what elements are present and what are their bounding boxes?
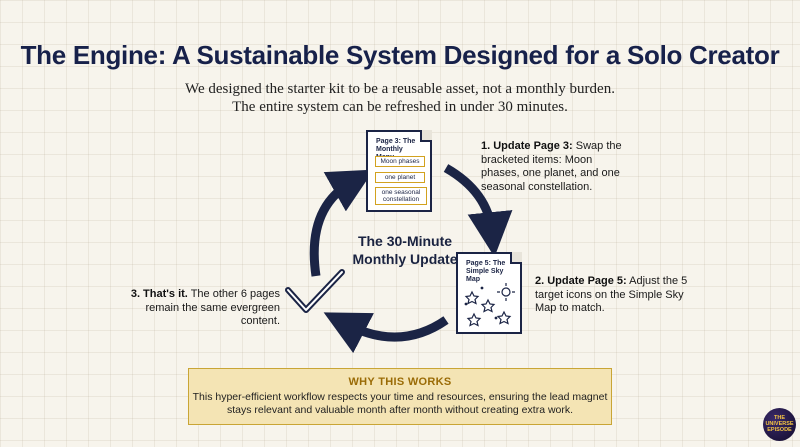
page-fold-icon: [420, 130, 432, 142]
menu-item-planet: one planet: [375, 172, 425, 183]
logo-text: THE UNIVERSE EPISODE: [765, 415, 794, 433]
step-1-body: Swap the bracketed items: Moon phases, o…: [481, 140, 622, 193]
star-icon: [480, 298, 496, 313]
universe-episode-logo: THE UNIVERSE EPISODE: [763, 408, 796, 441]
page-subtitle: We designed the starter kit to be a reus…: [0, 80, 800, 116]
subtitle-line-1: We designed the starter kit to be a reus…: [185, 81, 615, 97]
step-2-text: 2. Update Page 5: Adjust the 5 target ic…: [535, 275, 695, 316]
center-label-line-1: The 30-Minute: [357, 233, 453, 249]
subtitle-line-2: The entire system can be refreshed in un…: [232, 99, 568, 115]
center-label-line-2: Monthly Update: [352, 251, 458, 267]
checkmark-icon: [285, 269, 345, 313]
star-icon: [496, 310, 512, 325]
why-title: WHY THIS WORKS: [348, 376, 452, 388]
why-body: This hyper-efficient workflow respects y…: [192, 391, 608, 416]
cycle-center-label: The 30-Minute Monthly Update: [335, 232, 475, 268]
page5-title: Page 5: The Simple Sky Map: [466, 260, 506, 283]
star-icon: [464, 290, 480, 305]
cycle-arrow-icon: [323, 312, 449, 354]
step-2-lead: 2. Update Page 5:: [535, 275, 627, 287]
menu-item-constellation: one seasonal constellation: [375, 187, 427, 205]
step-1-text: 1. Update Page 3: Swap the bracketed ite…: [481, 140, 631, 194]
step-3-lead: 3. That's it.: [130, 288, 188, 300]
page-title: The Engine: A Sustainable System Designe…: [20, 40, 780, 70]
cycle-arrow-icon: [309, 169, 374, 277]
page5-document-icon: Page 5: The Simple Sky Map: [456, 252, 522, 334]
star-icon: [466, 312, 482, 327]
page3-document-icon: Page 3: The Monthly Menu Moon phases one…: [366, 130, 432, 212]
menu-item-moon-phases: Moon phases: [375, 156, 425, 167]
step-3-text: 3. That's it. The other 6 pages remain t…: [130, 288, 280, 329]
sky-map-icon: [464, 283, 515, 327]
step-3-body: The other 6 pages remain the same evergr…: [145, 288, 280, 327]
step-1-lead: 1. Update Page 3:: [481, 140, 573, 152]
page-fold-icon: [510, 252, 522, 264]
planet-icon: [501, 287, 511, 297]
why-this-works-box: WHY THIS WORKS This hyper-efficient work…: [188, 368, 612, 425]
step-2-body: Adjust the 5 target icons on the Simple …: [535, 275, 688, 314]
cycle-arrow-icon: [443, 164, 513, 258]
